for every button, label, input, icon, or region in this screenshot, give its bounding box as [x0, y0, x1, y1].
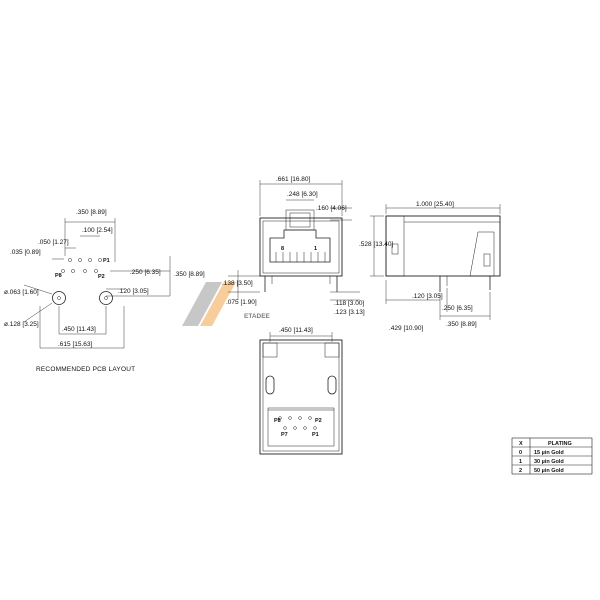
side-view: 1.000 [25.40] .528 [13.40] .120 [3.05] .…	[359, 201, 501, 332]
dim-1000: 1.000 [25.40]	[416, 201, 454, 208]
mount-hole-left	[52, 291, 66, 305]
dim-429: .429 [10.90]	[389, 325, 424, 332]
dim-661: .661 [16.80]	[276, 176, 311, 183]
contact-fingers	[275, 252, 326, 262]
dim-160: .160 [4.06]	[316, 205, 347, 212]
dim-123: .123 [3.13]	[334, 309, 365, 316]
dim-120: .120 [3.05]	[118, 288, 149, 295]
pin-holes	[61, 258, 102, 273]
bottom-pin-p8: P8	[274, 418, 281, 424]
dim-350-side: .350 [8.89]	[446, 321, 477, 328]
table-header-plating: PLATING	[548, 441, 572, 447]
pin-label-p2: P2	[98, 274, 105, 280]
mount-hole-right	[99, 291, 113, 305]
bottom-view: P8 P2 P7 P1 .450 [11.43]	[259, 327, 343, 455]
dim-528: .528 [13.40]	[359, 241, 394, 248]
dim-250: .250 [6.35]	[130, 269, 161, 276]
dim-350-right: .350 [8.89]	[174, 271, 205, 278]
watermark-text: ETADEE	[244, 313, 271, 320]
bottom-pin-p2: P2	[315, 418, 322, 424]
table-cell: 2	[519, 468, 522, 474]
table-header-x: X	[519, 441, 523, 447]
watermark-logo: ETADEE	[182, 282, 271, 326]
dim-450: .450 [11.43]	[62, 326, 96, 333]
dim-075: .075 [1.90]	[226, 299, 257, 306]
dim-100: .100 [2.54]	[82, 227, 113, 234]
dim-138: .138 [3.50]	[222, 280, 253, 287]
dim-250-side: .250 [6.35]	[442, 305, 473, 312]
bottom-pin-p7: P7	[281, 432, 288, 438]
front-pin-8: 8	[281, 246, 284, 252]
dim-450-bottom: .450 [11.43]	[279, 327, 313, 334]
dim-035: .035 [0.89]	[10, 249, 41, 256]
dim-248: .248 [6.30]	[287, 191, 318, 198]
pin-label-p8: P8	[55, 273, 62, 279]
table-cell: 50 µin Gold	[534, 468, 564, 474]
table-cell: 15 µin Gold	[534, 450, 564, 456]
pcb-layout-title: RECOMMENDED PCB LAYOUT	[36, 366, 135, 373]
dim-350: .350 [8.89]	[76, 209, 107, 216]
dim-120-side: .120 [3.05]	[412, 293, 443, 300]
table-cell: 1	[519, 459, 522, 465]
pin-label-p1: P1	[103, 258, 110, 264]
front-pin-1: 1	[314, 246, 317, 252]
dim-615: .615 [15.63]	[58, 341, 93, 348]
plating-table: X PLATING 0 15 µin Gold 1 30 µin Gold 2 …	[511, 437, 593, 475]
dim-hole-128: ø.128 [3.25]	[4, 321, 39, 328]
pcb-layout: .350 [8.89] .100 [2.54] .050 [1.27] .035…	[4, 209, 205, 373]
bottom-pin-p1: P1	[312, 432, 319, 438]
dim-118: .118 [3.00]	[334, 300, 364, 307]
bottom-pin-holes	[278, 416, 317, 430]
table-cell: 0	[519, 450, 522, 456]
dim-050: .050 [1.27]	[38, 239, 69, 246]
dim-hole-063: ø.063 [1.60]	[4, 289, 39, 296]
front-view: 8 1 .661 [16.80] .248 [6.30] .160 [4.06]…	[222, 176, 365, 316]
table-cell: 30 µin Gold	[534, 459, 564, 465]
